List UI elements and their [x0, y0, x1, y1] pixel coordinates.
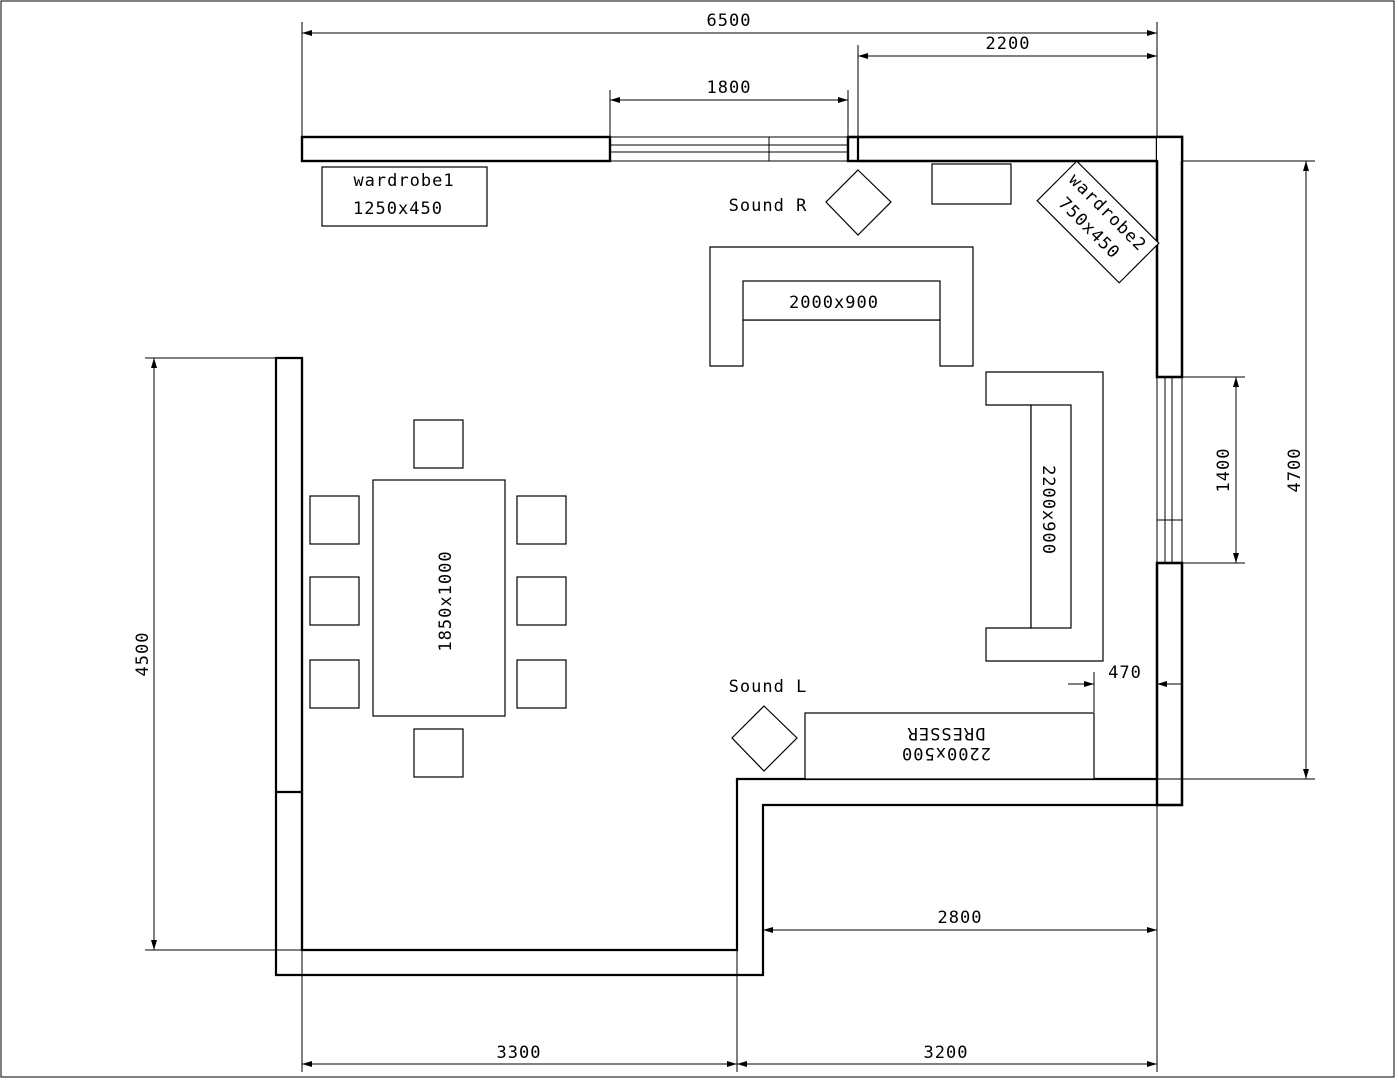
dim-top-window: 1800 [707, 78, 752, 98]
window-top [609, 136, 849, 162]
dim-bottom-right: 3200 [924, 1043, 969, 1063]
wall-top-left [300, 135, 612, 163]
dim-inner-bottom: 2800 [938, 908, 983, 928]
wardrobe1-label: wardrobe1 [353, 171, 454, 191]
dim-top-right: 2200 [986, 34, 1031, 54]
chair [516, 659, 567, 709]
sofa-top-size: 2000x900 [789, 293, 879, 313]
window-right [1156, 376, 1183, 564]
sofa-right-size: 2200x900 [1038, 465, 1058, 555]
wall-right-upper [1155, 135, 1184, 379]
sofa-right: 2200x900 [985, 371, 1104, 662]
table-size: 1850x1000 [436, 550, 456, 651]
dim-dresser-offset: 470 [1108, 663, 1142, 683]
dim-right-window: 1400 [1214, 448, 1234, 493]
speaker-right-label: Sound R [729, 196, 808, 216]
chairs [309, 419, 567, 778]
chair [516, 576, 567, 626]
chair [413, 728, 464, 778]
dresser-size: 2200x500 [901, 743, 991, 763]
wall-top-right [846, 135, 1184, 163]
dining-table: 1850x1000 [372, 479, 506, 717]
speaker-left-label: Sound L [729, 677, 808, 697]
dresser-label: DRESSER [907, 723, 986, 743]
chair [309, 576, 360, 626]
cabinet-box [931, 163, 1012, 205]
sofa-top: 2000x900 [709, 246, 974, 367]
speaker-right: Sound R [729, 169, 892, 236]
wardrobe1-size: 1250x450 [353, 199, 443, 219]
dim-right-total: 4700 [1285, 448, 1305, 493]
speaker-left: Sound L [729, 677, 808, 772]
wardrobe1: wardrobe1 1250x450 [321, 166, 488, 227]
chair [413, 419, 464, 469]
chair [309, 659, 360, 709]
dim-bottom-left: 3300 [497, 1043, 542, 1063]
dim-left-total: 4500 [133, 632, 153, 677]
wardrobe2: wardrobe2 750x450 [1036, 160, 1160, 284]
dresser: 2200x500 DRESSER [804, 712, 1095, 780]
dim-top-total: 6500 [707, 11, 752, 31]
chair [516, 495, 567, 545]
dimension-lines [145, 22, 1315, 1072]
chair [309, 495, 360, 545]
